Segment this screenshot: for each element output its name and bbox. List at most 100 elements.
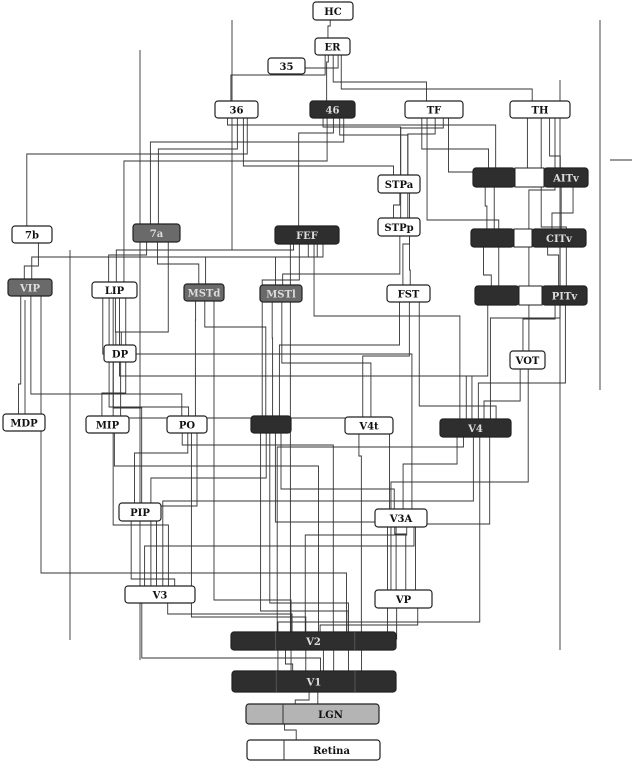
area-aitv[interactable]: AITv bbox=[543, 167, 589, 188]
area-box bbox=[274, 225, 340, 245]
connection-CITd-AITd bbox=[484, 187, 488, 229]
area-aitd[interactable] bbox=[472, 167, 516, 188]
area-stpp[interactable]: STPp bbox=[377, 217, 421, 237]
area-box bbox=[314, 37, 351, 56]
area-box bbox=[377, 174, 421, 194]
area-po[interactable]: PO bbox=[166, 415, 208, 434]
connection-VP-MT bbox=[274, 433, 416, 590]
connection-a7b-a36 bbox=[26, 118, 248, 226]
connection-V2-V4 bbox=[276, 437, 464, 632]
connection-CITd-TF bbox=[448, 118, 495, 229]
connection-MSTl-STPp bbox=[282, 236, 401, 285]
area-box bbox=[377, 217, 421, 237]
connection-V3-V3A bbox=[144, 527, 415, 586]
area-pip[interactable]: PIP bbox=[118, 502, 162, 522]
area-box bbox=[166, 415, 208, 434]
area-label: STPp bbox=[384, 223, 413, 234]
area-v4[interactable]: V4 bbox=[439, 418, 512, 438]
connection-PITd-TF bbox=[426, 118, 500, 286]
area-dp[interactable]: DP bbox=[103, 344, 137, 363]
area-mstd[interactable]: MSTd bbox=[183, 283, 225, 302]
connection-V3-LIP bbox=[112, 298, 169, 586]
area-vip[interactable]: VIP bbox=[7, 278, 53, 297]
area-box bbox=[183, 283, 225, 302]
area-retina[interactable]: Retina bbox=[246, 739, 381, 761]
area-v3[interactable]: V3 bbox=[124, 585, 196, 604]
area-box bbox=[11, 225, 53, 244]
area-label: CITv bbox=[546, 234, 573, 245]
area-label: TF bbox=[427, 106, 442, 117]
connection-V3A-LIP bbox=[102, 298, 413, 509]
area-er[interactable]: ER bbox=[314, 37, 351, 56]
area-box bbox=[250, 415, 292, 434]
area-box bbox=[374, 589, 433, 609]
connection-PO-VIP bbox=[30, 296, 183, 416]
area-vot[interactable]: VOT bbox=[509, 350, 546, 370]
connection-V4-CITv bbox=[489, 247, 561, 419]
area-pitd[interactable] bbox=[474, 285, 520, 306]
area-box bbox=[267, 57, 306, 75]
area-a7b[interactable]: 7b bbox=[11, 225, 53, 244]
area-mt[interactable] bbox=[250, 415, 292, 434]
connection-VP-VOT bbox=[390, 369, 529, 590]
area-citd[interactable] bbox=[470, 228, 515, 248]
area-fef[interactable]: FEF bbox=[274, 225, 340, 245]
area-label: PITv bbox=[552, 292, 579, 303]
connection-FST-STPa bbox=[409, 193, 411, 285]
area-box bbox=[439, 418, 512, 438]
connection-V2-MIP bbox=[113, 433, 319, 632]
area-label: V1 bbox=[306, 678, 322, 689]
area-label: 46 bbox=[326, 106, 340, 117]
area-lgn[interactable]: LGN bbox=[245, 703, 380, 725]
area-box bbox=[124, 585, 196, 604]
connection-VOT-TH bbox=[528, 118, 556, 351]
area-a36[interactable]: 36 bbox=[214, 100, 259, 119]
connection-AITd-TF bbox=[421, 118, 489, 168]
area-tf[interactable]: TF bbox=[404, 100, 464, 119]
connection-V3-PO bbox=[156, 433, 198, 586]
area-label: PIP bbox=[130, 508, 150, 519]
area-label: Retina bbox=[313, 746, 350, 757]
area-label: HC bbox=[324, 7, 341, 18]
connection-AITd-a36 bbox=[227, 118, 497, 168]
area-v2[interactable]: V2 bbox=[230, 631, 397, 651]
area-mip[interactable]: MIP bbox=[85, 415, 130, 434]
connection-V3-PIP bbox=[130, 521, 176, 586]
area-pitv[interactable]: PITv bbox=[541, 285, 588, 306]
area-label: ER bbox=[325, 43, 342, 54]
connection-V2-MT bbox=[260, 433, 349, 632]
connection-V2-VIP bbox=[40, 296, 347, 632]
area-citv[interactable]: CITv bbox=[531, 228, 587, 248]
area-a7a[interactable]: 7a bbox=[132, 223, 181, 243]
area-gap-box bbox=[513, 228, 533, 248]
area-box bbox=[404, 100, 464, 119]
area-lip[interactable]: LIP bbox=[91, 281, 138, 299]
area-box bbox=[509, 100, 571, 119]
area-v4t[interactable]: V4t bbox=[344, 416, 394, 435]
area-label: 7a bbox=[150, 229, 164, 240]
area-label: AITv bbox=[552, 174, 580, 185]
area-vp[interactable]: VP bbox=[374, 589, 433, 609]
area-mdp[interactable]: MDP bbox=[2, 413, 46, 432]
area-mstl[interactable]: MSTl bbox=[259, 284, 303, 303]
connection-V4-PITv bbox=[477, 305, 566, 419]
connection-a7a-a36 bbox=[157, 118, 238, 224]
area-v3a[interactable]: V3A bbox=[374, 508, 428, 528]
connection-V4t-FST bbox=[362, 302, 410, 417]
area-a46[interactable]: 46 bbox=[309, 100, 356, 119]
area-stpa[interactable]: STPa bbox=[377, 174, 421, 194]
connection-MT-MSTd bbox=[204, 301, 267, 416]
area-a35[interactable]: 35 bbox=[267, 57, 306, 75]
connection-VOT-PITv bbox=[522, 305, 556, 351]
area-box bbox=[103, 344, 137, 363]
area-label: V2 bbox=[305, 637, 321, 648]
area-box bbox=[509, 350, 546, 370]
area-th[interactable]: TH bbox=[509, 100, 571, 119]
connection-V3A-V4 bbox=[402, 437, 458, 509]
connection-MT-FST bbox=[278, 302, 400, 416]
area-hc[interactable]: HC bbox=[312, 1, 354, 21]
area-label: VP bbox=[395, 595, 412, 606]
area-v1[interactable]: V1 bbox=[231, 670, 397, 693]
connection-V3-MT bbox=[150, 433, 267, 586]
area-fst[interactable]: FST bbox=[386, 284, 431, 303]
